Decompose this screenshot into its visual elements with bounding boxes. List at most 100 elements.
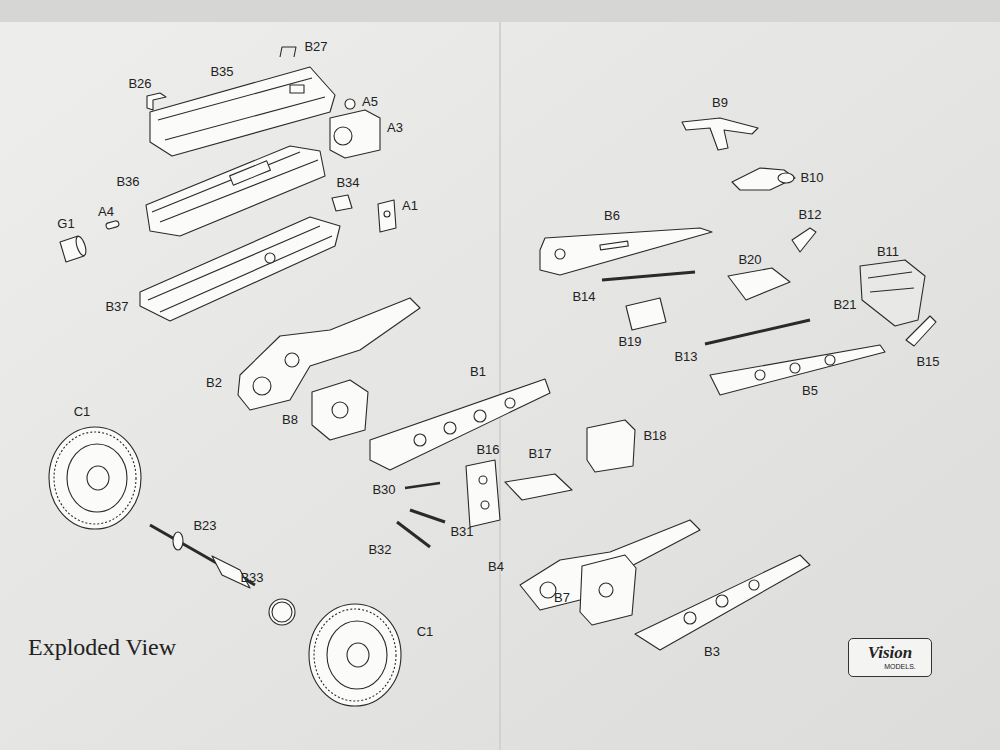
part-detail [158,78,325,140]
part-a1 [378,200,396,232]
part-number: B2 [206,376,222,390]
rim [327,621,387,689]
part-b20 [728,268,790,300]
part-b26 [147,93,166,110]
part-detail [540,582,556,598]
part-b27 [280,47,296,57]
part-number: B16 [476,443,499,457]
part-number: G1 [57,217,74,231]
part-detail [290,85,304,93]
part-b6 [540,228,712,275]
part-b10 [732,168,795,190]
part-detail [285,353,299,367]
part-detail [148,226,332,312]
part-number: B32 [368,543,391,557]
part-number: B18 [643,429,666,443]
part-number: B33 [240,571,263,585]
part-number: A3 [387,121,403,135]
part-detail [74,235,88,256]
diagram-title: Exploded View [28,634,176,661]
part-number: A5 [362,95,378,109]
part-number: B19 [618,335,641,349]
part-number: B6 [604,209,620,223]
part-b7 [580,555,636,625]
part-number: B3 [704,645,720,659]
paper-fold [499,22,501,750]
part-number: B11 [877,245,899,259]
part-number: B35 [210,65,233,79]
part-b16 [466,460,500,527]
part-number: B34 [336,176,359,190]
part-a3 [330,110,380,158]
part-b13 [705,320,810,344]
part-detail [600,241,628,250]
part-number: B14 [572,290,595,304]
part-detail [790,363,800,373]
part-b14 [602,272,695,280]
part-detail [505,398,515,408]
part-b9 [682,118,758,150]
part-b37 [140,217,340,321]
part-detail [716,595,728,607]
part-b31 [410,510,445,522]
part-detail [414,434,426,446]
part-b32 [397,522,430,547]
part-detail [265,253,275,263]
part-number: B20 [738,253,761,267]
part-detail [825,355,835,365]
hub [347,643,369,667]
brand-name: Vision [849,644,931,662]
wheel [309,604,401,706]
part-b8 [312,380,368,440]
part-b11 [860,260,925,326]
tread [314,609,396,701]
part-number: B1 [470,365,486,379]
part-detail [749,580,759,590]
part-detail [272,602,292,622]
part-number: B9 [712,96,728,110]
brand-logo: VisionMODELS. [848,638,932,677]
part-detail [474,410,486,422]
part-number: B26 [128,77,151,91]
part-b17 [505,474,572,500]
part-number: B13 [674,350,697,364]
wheel [49,427,141,529]
part-number: B23 [193,519,216,533]
part-number: B7 [554,591,570,605]
part-detail [332,402,348,418]
part-a5 [345,99,355,109]
part-detail [253,377,271,395]
part-number: B27 [304,40,327,54]
part-number: B12 [798,208,821,222]
part-number: B10 [800,171,823,185]
part-number: A1 [402,199,418,213]
part-number: B36 [116,175,139,189]
part-detail [555,249,565,259]
part-number: C1 [417,625,434,639]
part-detail [599,583,613,597]
part-b18 [587,420,635,472]
part-detail [778,173,794,183]
part-b1 [370,379,550,470]
part-detail [152,152,318,222]
part-number: B21 [833,298,856,312]
part-b19 [626,298,666,330]
rim [67,444,127,512]
paper-edge [0,0,1000,22]
part-number: B5 [802,384,818,398]
part-b34 [332,195,352,211]
part-detail [868,272,914,292]
part-number: B4 [488,560,504,574]
part-detail [684,612,696,624]
tread [54,432,136,524]
part-detail [173,532,183,550]
part-detail [384,211,390,217]
part-b3 [635,555,810,650]
part-a4 [105,220,119,229]
part-b30 [405,483,440,488]
part-b12 [792,228,816,252]
part-b5 [710,345,885,395]
part-detail [230,161,271,185]
part-detail [755,370,765,380]
